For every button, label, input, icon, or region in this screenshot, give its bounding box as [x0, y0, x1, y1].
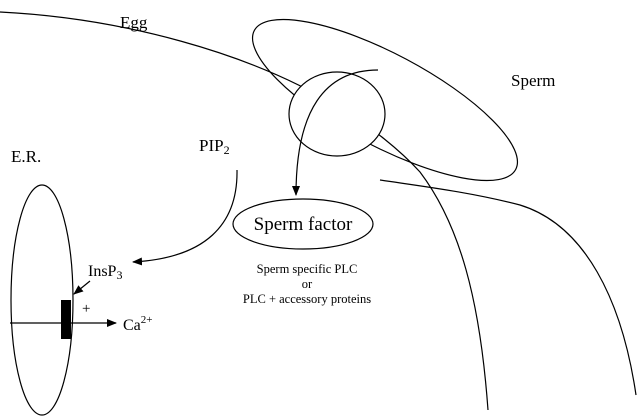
insp3-to-channel-arrow [74, 281, 90, 294]
sperm-head-ellipse [289, 72, 385, 156]
calcium-superscript: 2+ [141, 314, 153, 326]
insp3-subscript: 3 [116, 268, 122, 282]
pip2-to-insp3-arrow [133, 170, 237, 262]
plc-line-3: PLC + accessory proteins [243, 292, 371, 306]
er-label: E.R. [11, 147, 41, 166]
plc-line-1: Sperm specific PLC [257, 262, 358, 276]
insp3-main: InsP [88, 263, 117, 280]
sperm-factor-label: Sperm factor [254, 214, 353, 235]
egg-label: Egg [120, 13, 148, 32]
sperm-label: Sperm [511, 71, 555, 90]
plc-line-2: or [302, 277, 313, 291]
pip2-label: PIP2 [199, 136, 230, 157]
plus-sign: + [82, 301, 90, 317]
calcium-main: Ca [123, 317, 141, 334]
pip2-subscript: 2 [224, 143, 230, 157]
insp3-label: InsP3 [88, 263, 122, 282]
egg-inner-curve [380, 180, 636, 395]
calcium-channel [61, 300, 71, 339]
calcium-label: Ca2+ [123, 314, 153, 334]
sperm-tail-ellipse [233, 0, 538, 210]
pip2-main: PIP [199, 136, 224, 155]
